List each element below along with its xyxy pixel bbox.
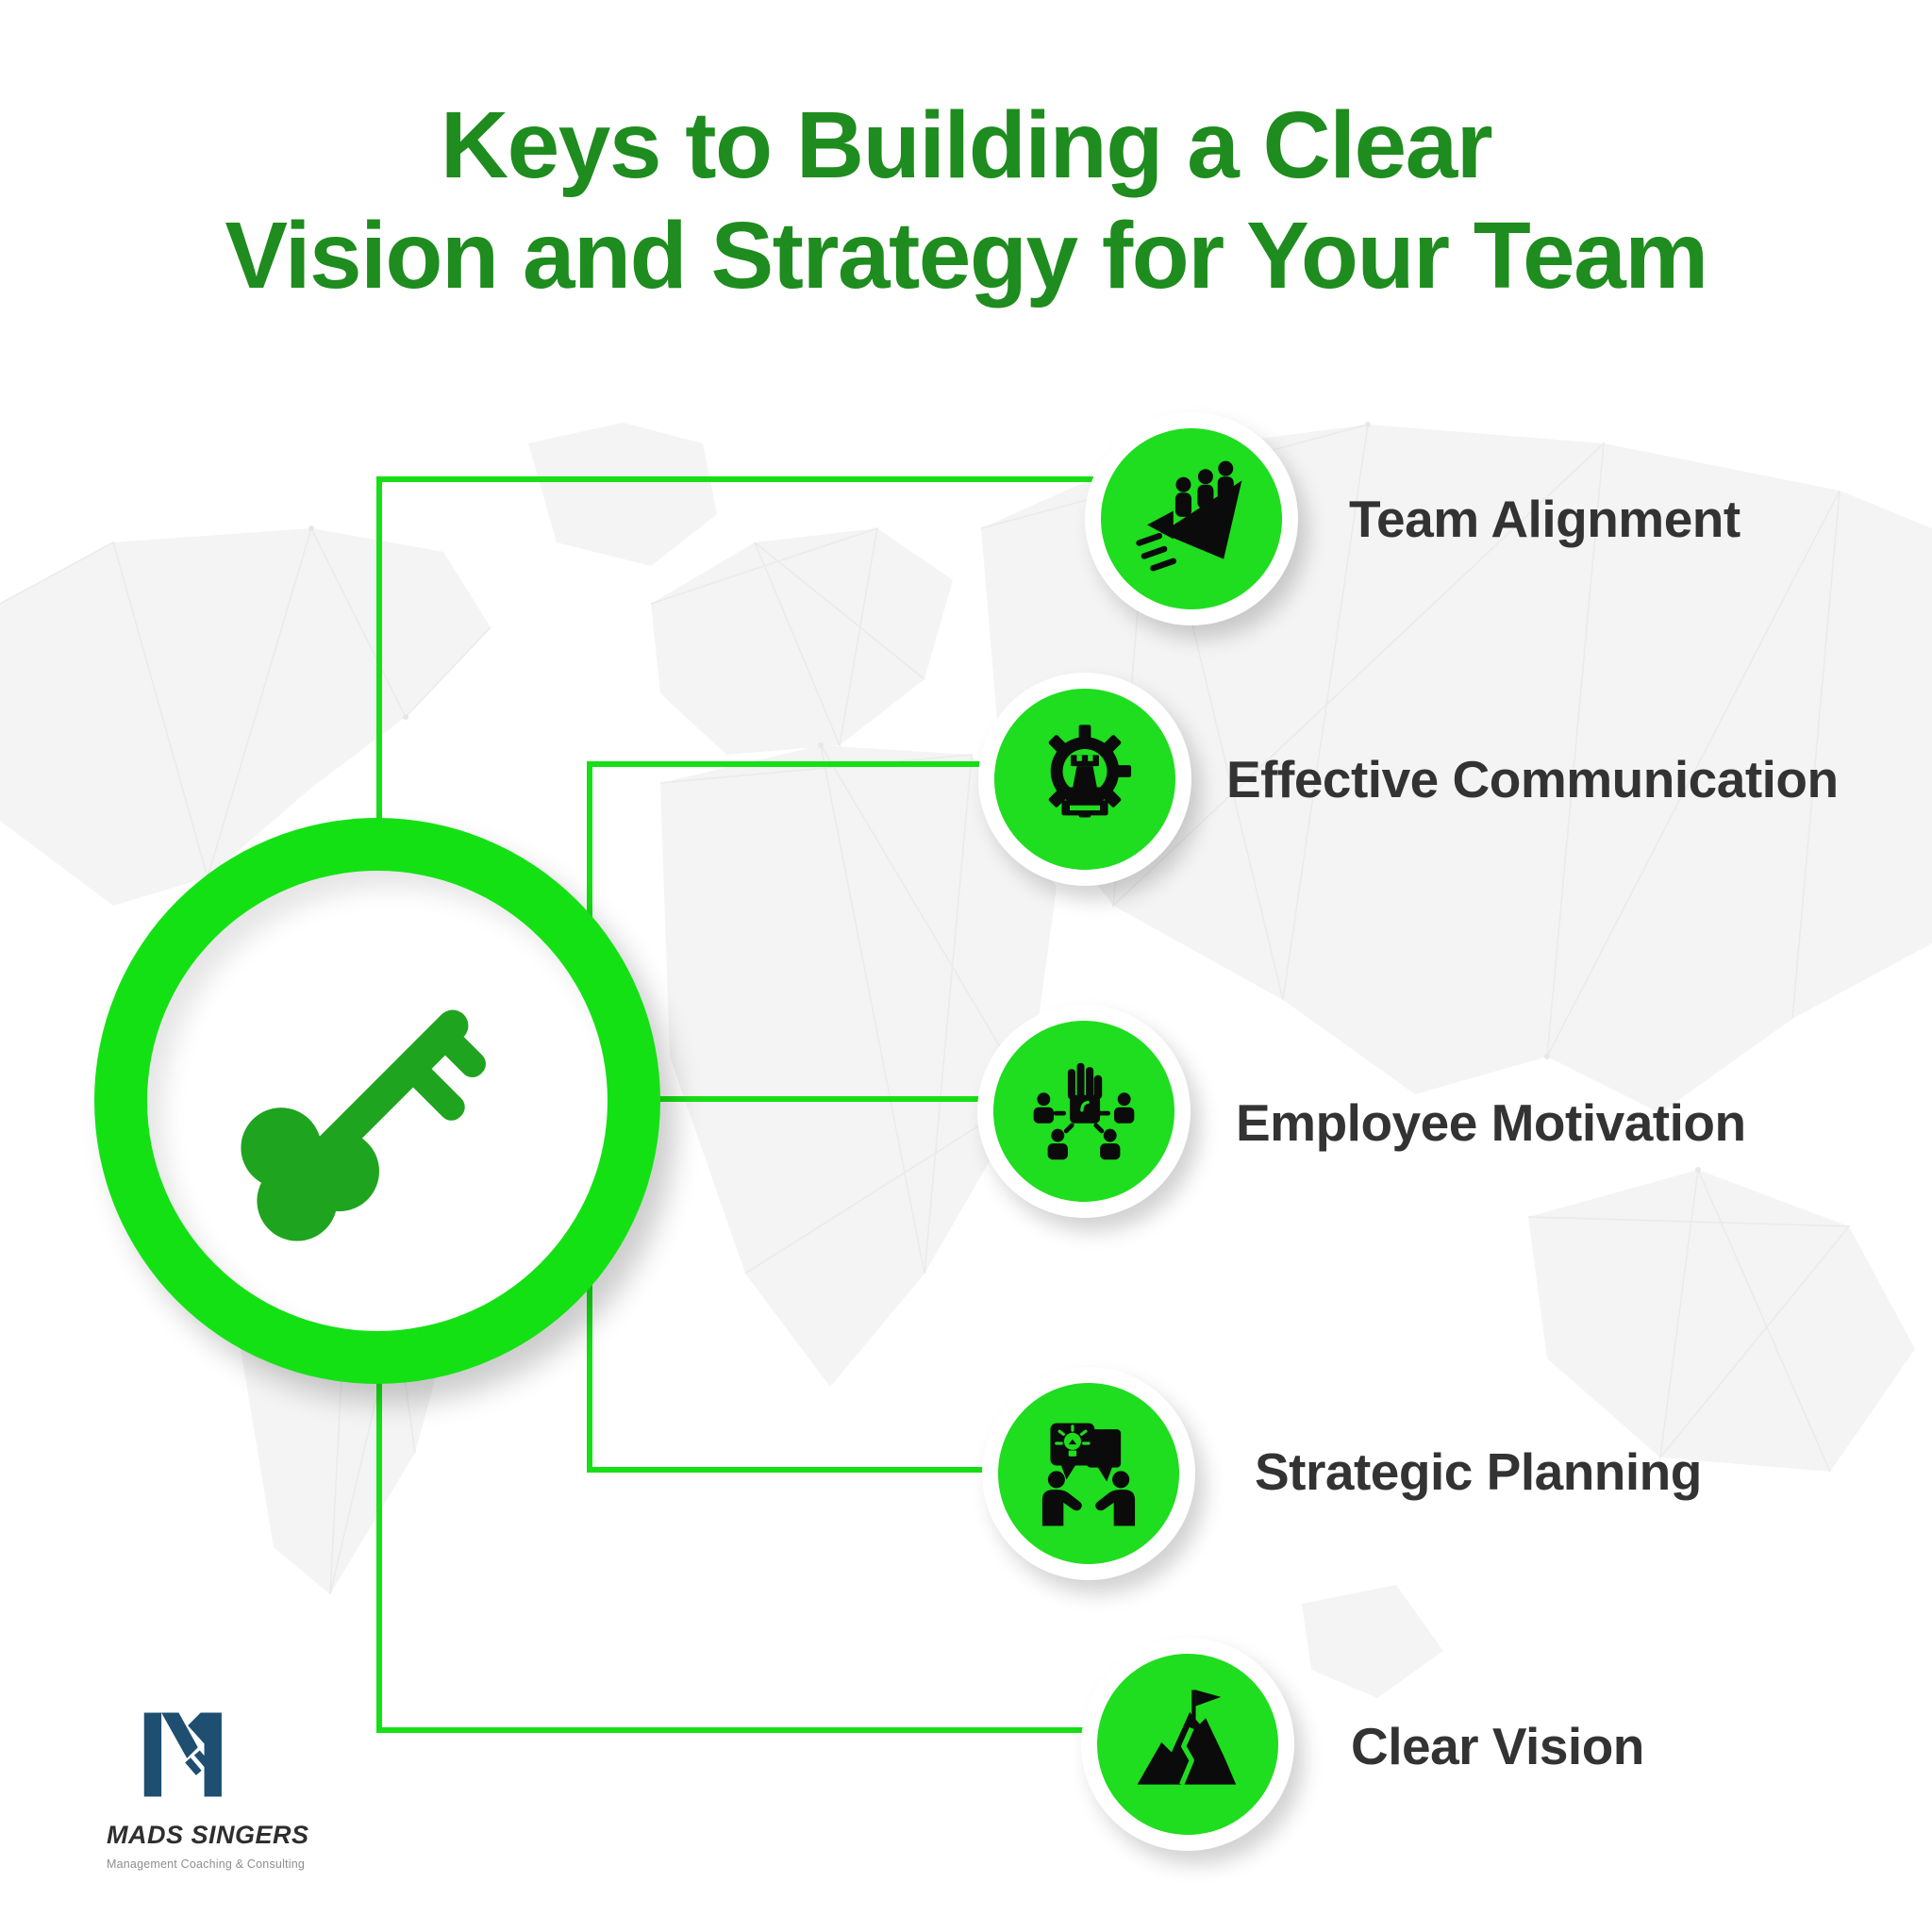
label-employee-motivation: Employee Motivation (1236, 1093, 1746, 1152)
team-alignment-icon (1136, 460, 1242, 572)
connector-clear-vision-horizontal (376, 1727, 1089, 1733)
key-hub-circle (94, 818, 660, 1384)
mads-singers-monogram-icon (143, 1712, 222, 1797)
node-effective-communication-circle (994, 689, 1175, 870)
logo-mads-singers: MADS SINGERS Management Coaching & Consu… (107, 1706, 352, 1871)
label-effective-communication: Effective Communication (1226, 750, 1839, 808)
connector-clear-vision-vertical (376, 1377, 382, 1733)
node-team-alignment (1085, 412, 1298, 625)
clear-vision-icon (1137, 1690, 1237, 1786)
connector-effective-communication-horizontal (587, 761, 986, 767)
node-employee-motivation (977, 1005, 1191, 1218)
key-hub-inner-circle (147, 871, 608, 1331)
node-clear-vision (1081, 1638, 1294, 1851)
key-icon (241, 1009, 486, 1241)
label-strategic-planning: Strategic Planning (1255, 1442, 1702, 1501)
node-employee-motivation-icon-circle (993, 1021, 1174, 1202)
logo-tagline: Management Coaching & Consulting (107, 1857, 305, 1871)
connector-team-alignment-horizontal (376, 476, 1093, 482)
page-title-line1: Keys to Building a Clear (440, 92, 1493, 198)
node-clear-vision-circle (1097, 1654, 1278, 1835)
label-clear-vision: Clear Vision (1351, 1717, 1644, 1775)
connector-strategic-planning-horizontal (587, 1467, 992, 1473)
logo-name: MADS SINGERS (107, 1821, 309, 1849)
connector-employee-motivation-horizontal (623, 1096, 986, 1102)
node-team-alignment-circle (1101, 428, 1282, 609)
page-title: Keys to Building a Clear Vision and Stra… (0, 91, 1932, 311)
node-strategic-planning (982, 1367, 1195, 1580)
node-effective-communication (978, 673, 1191, 886)
label-team-alignment: Team Alignment (1349, 490, 1740, 548)
effective-communication-icon (1048, 724, 1132, 818)
employee-motivation-icon (1033, 1062, 1135, 1160)
strategic-planning-icon (1041, 1423, 1136, 1526)
page-title-line2: Vision and Strategy for Your Team (225, 203, 1708, 308)
connector-team-alignment-vertical (376, 479, 382, 820)
node-strategic-planning-circle (998, 1383, 1179, 1564)
